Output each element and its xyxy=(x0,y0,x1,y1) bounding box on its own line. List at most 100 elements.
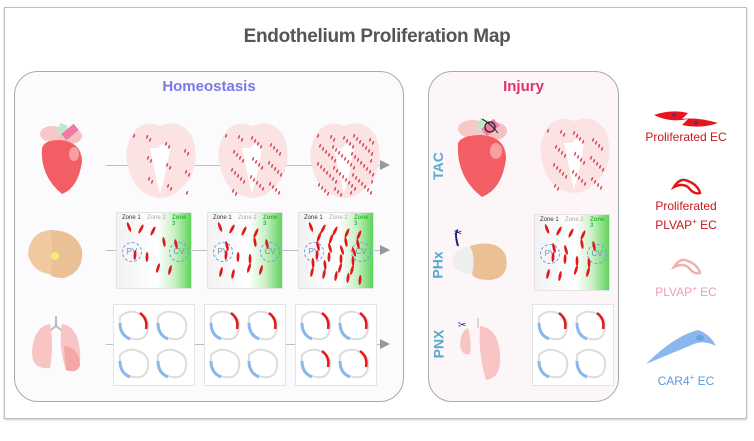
proliferated-plvap-mark xyxy=(558,312,567,330)
pnx-label: PNX xyxy=(430,329,447,359)
proliferated-ec-mark xyxy=(217,222,223,232)
pnx-lung-icon: ✂ xyxy=(458,318,501,380)
proliferated-ec-mark xyxy=(145,252,149,262)
zone-label-zone3: Zone 3 xyxy=(263,215,278,227)
proliferated-ec-mark xyxy=(323,260,327,270)
proliferated-ec-mark xyxy=(138,224,144,234)
central-vein-circle: CV xyxy=(260,242,280,262)
zone-label-zone3: Zone 3 xyxy=(590,217,605,229)
proliferated-ec-mark xyxy=(568,228,574,238)
portal-vein-circle: PV xyxy=(122,242,142,262)
proliferated-ec-mark xyxy=(356,230,362,240)
proliferated-ec-mark xyxy=(358,275,362,285)
proliferated-ec-mark xyxy=(327,252,331,262)
lung-alveoli-stage-2 xyxy=(204,304,286,386)
portal-vein-circle: PV xyxy=(540,244,560,264)
proliferated-ec-mark xyxy=(247,263,251,273)
zone-label-zone1: Zone 1 xyxy=(122,215,141,221)
proliferated-plvap-mark xyxy=(596,312,605,330)
phx-liver-icon: ✂ xyxy=(452,228,507,280)
proliferated-ec-mark xyxy=(322,269,326,279)
proliferated-ec-mark xyxy=(225,241,229,251)
proliferated-ec-mark xyxy=(229,224,235,234)
proliferated-ec-mark xyxy=(315,250,319,260)
proliferated-ec-mark xyxy=(575,256,579,266)
proliferated-ec-mark xyxy=(219,267,223,277)
proliferated-ec-mark xyxy=(580,230,586,240)
proliferated-ec-mark xyxy=(133,250,137,260)
proliferated-ec-mark xyxy=(563,254,567,264)
liver-organ-icon xyxy=(28,230,83,278)
arrowhead-icon xyxy=(380,245,390,255)
proliferated-ec-mark xyxy=(224,250,228,260)
central-vein-circle: CV xyxy=(169,242,189,262)
proliferated-ec-mark xyxy=(351,256,355,266)
tac-heart-section-shape xyxy=(540,118,610,193)
proliferated-ec-mark xyxy=(253,237,257,247)
zone-label-zone2: Zone 2 xyxy=(147,215,166,221)
proliferated-ec-mark xyxy=(346,273,350,283)
proliferated-plvap-mark xyxy=(268,312,277,330)
zone-label-zone2: Zone 2 xyxy=(329,215,348,221)
proliferated-plvap-mark xyxy=(321,350,330,368)
proliferated-ec-mark xyxy=(546,269,550,279)
pnx-lung-alveoli xyxy=(532,304,614,386)
proliferated-ec-mark xyxy=(564,245,568,255)
lung-organ-icon xyxy=(32,316,81,372)
proliferated-ec-mark xyxy=(544,224,550,234)
proliferated-ec-mark xyxy=(308,222,314,232)
proliferated-plvap-mark xyxy=(359,350,368,368)
proliferated-ec-mark xyxy=(311,258,315,268)
proliferated-plvap-mark xyxy=(359,312,368,330)
portal-vein-circle: PV xyxy=(213,242,233,262)
proliferated-ec-mark xyxy=(316,241,320,251)
proliferated-ec-mark xyxy=(351,247,357,257)
figure-title: Endothelium Proliferation Map xyxy=(243,26,511,47)
proliferated-ec-mark xyxy=(338,263,342,273)
zone-label-zone2: Zone 2 xyxy=(238,215,257,221)
proliferated-plvap-mark xyxy=(230,312,239,330)
legend-car4-ec: CAR4+ EC xyxy=(657,373,715,388)
proliferated-ec-mark xyxy=(316,232,322,242)
proliferated-ec-mark xyxy=(339,254,343,264)
legend-proliferated-ec: Proliferated EC xyxy=(645,130,727,144)
proliferated-ec-mark xyxy=(344,228,350,238)
proliferated-ec-mark xyxy=(265,239,269,249)
proliferated-ec-mark xyxy=(552,243,556,253)
proliferated-ec-mark xyxy=(334,271,338,281)
zone-label-zone1: Zone 1 xyxy=(213,215,232,221)
proliferated-ec-mark xyxy=(558,271,562,281)
central-vein-circle: CV xyxy=(351,242,371,262)
proliferated-ec-mark xyxy=(156,263,160,273)
proliferated-ec-mark xyxy=(556,226,562,236)
heart-section-stages xyxy=(126,123,380,198)
arrowhead-icon xyxy=(380,160,390,170)
proliferated-ec-mark xyxy=(162,237,166,247)
heart-section-stage-2 xyxy=(218,123,288,198)
proliferated-ec-icon xyxy=(654,111,718,127)
proliferated-ec-mark xyxy=(332,226,338,236)
injury-title: Injury xyxy=(503,78,544,95)
plvap-ec-icon xyxy=(670,258,702,275)
lung-alveoli-stage-1 xyxy=(113,304,195,386)
proliferated-ec-mark xyxy=(580,239,584,249)
zone-label-zone3: Zone 3 xyxy=(172,215,187,227)
legend-plvap-ec: PLVAP+ EC xyxy=(655,284,717,299)
zone-label-zone1: Zone 1 xyxy=(540,217,559,223)
proliferated-ec-mark xyxy=(150,226,156,236)
proliferated-ec-mark xyxy=(586,267,590,277)
proliferated-plvap-mark xyxy=(139,312,148,330)
proliferated-ec-mark xyxy=(350,265,354,275)
proliferated-ec-mark xyxy=(574,265,578,275)
svg-text:✂: ✂ xyxy=(458,320,466,331)
heart-section-stage-1 xyxy=(126,123,196,198)
liver-zone-stage-1: Zone 1 Zone 2 Zone 3 PV CV xyxy=(116,212,192,289)
proliferated-ec-mark xyxy=(231,269,235,279)
proliferated-ec-mark xyxy=(241,226,247,236)
proliferated-ec-mark xyxy=(328,243,332,253)
proliferated-ec-mark xyxy=(259,265,263,275)
liver-zone-stage-2: Zone 1 Zone 2 Zone 3 PV CV xyxy=(207,212,283,289)
proliferated-ec-mark xyxy=(344,237,348,247)
